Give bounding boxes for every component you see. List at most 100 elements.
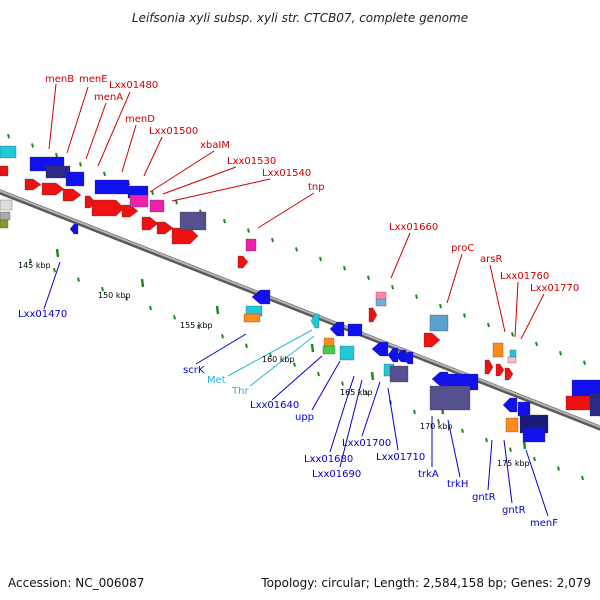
gene-label-lxx01530: Lxx01530	[227, 156, 276, 167]
scale-tick	[319, 256, 322, 262]
leader-line	[227, 329, 313, 377]
gene-block	[0, 145, 17, 159]
leader-line	[85, 102, 107, 160]
scale-tick	[463, 313, 466, 318]
gene-arrow-forward	[504, 367, 514, 381]
gene-block	[179, 211, 207, 231]
scale-label: 160 kbp	[262, 355, 295, 364]
leader-line	[339, 379, 363, 468]
scale-label: 175 kbp	[497, 459, 530, 468]
scale-tick	[79, 162, 82, 167]
scale-tick	[53, 267, 56, 273]
leader-line	[387, 387, 399, 451]
leader-line	[447, 419, 461, 478]
gene-block	[375, 291, 387, 301]
backbone-highlight	[0, 189, 600, 429]
gene-arrow-reverse	[329, 321, 345, 337]
leader-line	[311, 360, 341, 411]
leader-line	[525, 449, 549, 517]
scale-tick	[365, 390, 368, 396]
scale-label: 170 kbp	[420, 422, 453, 431]
genome-backbone	[0, 189, 600, 431]
gene-label-upp: upp	[295, 412, 314, 423]
scale-tick	[223, 218, 226, 224]
scale-tick	[271, 237, 274, 243]
gene-arrow-reverse	[69, 223, 79, 235]
gene-arrow-forward	[41, 182, 65, 196]
gene-block	[129, 194, 149, 208]
gene-block	[389, 365, 409, 383]
leader-line	[66, 86, 89, 154]
scale-tick	[391, 284, 394, 290]
gene-arrow-forward	[141, 216, 159, 231]
gene-block	[65, 171, 85, 187]
scale-tick	[533, 456, 536, 462]
gene-label-arsr: arsR	[480, 254, 502, 265]
scale-tick	[485, 437, 488, 443]
gene-label-proc: proC	[451, 243, 474, 254]
gene-block	[323, 337, 335, 347]
gene-label-trkh: trkH	[447, 479, 468, 490]
scale-tick	[149, 305, 152, 311]
leader-line	[121, 124, 137, 173]
scale-tick-major	[215, 305, 220, 315]
scale-tick-major	[55, 248, 60, 258]
gene-arrow-forward	[237, 255, 249, 269]
leader-line	[195, 333, 247, 365]
scale-tick	[173, 315, 176, 320]
gene-label-lxx01470: Lxx01470	[18, 309, 67, 320]
gene-block	[517, 401, 531, 417]
scale-tick	[509, 447, 512, 452]
scale-tick	[367, 275, 370, 280]
scale-tick	[221, 334, 224, 339]
scale-tick	[245, 343, 248, 348]
gene-label-gntr: gntR	[502, 505, 526, 516]
gene-label-lxx01660: Lxx01660	[389, 222, 438, 233]
leader-line	[503, 439, 513, 504]
gene-label-trka: trkA	[418, 469, 439, 480]
scale-label: 145 kbp	[18, 261, 51, 270]
scale-tick-major	[522, 440, 527, 450]
gene-label-gntr: gntR	[472, 492, 496, 503]
scale-tick	[247, 228, 250, 233]
accession-text: Accession: NC_006087	[8, 576, 144, 590]
leader-line	[489, 264, 506, 333]
scale-tick	[295, 247, 298, 252]
scale-tick	[461, 428, 464, 433]
gene-block	[505, 417, 519, 433]
scale-tick	[343, 266, 346, 271]
scale-label: 155 kbp	[180, 321, 213, 330]
scale-tick	[413, 409, 416, 415]
leader-line	[171, 178, 271, 202]
scale-tick	[581, 475, 584, 481]
leader-line	[390, 232, 411, 279]
leader-line	[162, 166, 237, 195]
gene-label-xbaim: xbaIM	[200, 140, 230, 151]
gene-block	[243, 313, 261, 323]
gene-label-lxx01500: Lxx01500	[149, 126, 198, 137]
scale-tick	[487, 322, 490, 328]
gene-label-lxx01770: Lxx01770	[530, 283, 579, 294]
gene-arrow-forward	[495, 363, 505, 377]
gene-arrow-reverse	[395, 349, 407, 363]
gene-label-tnp: tnp	[308, 182, 325, 193]
gene-arrow-forward	[171, 227, 199, 245]
leader-line	[257, 192, 315, 229]
leader-line	[520, 293, 545, 340]
leader-line	[43, 261, 61, 310]
gene-arrow-forward	[62, 188, 82, 202]
scale-tick	[439, 303, 442, 309]
gene-arrow-forward	[156, 221, 174, 235]
scale-tick	[293, 362, 296, 367]
gene-label-mend: menD	[125, 114, 155, 125]
gene-block	[375, 298, 387, 307]
gene-label-lxx01540: Lxx01540	[262, 168, 311, 179]
gene-block	[571, 379, 600, 397]
scale-tick	[103, 171, 106, 177]
scale-tick-major	[140, 278, 145, 288]
label-leaders	[43, 83, 549, 517]
gene-label-mena: menA	[94, 92, 123, 103]
gene-label-thr: Thr	[231, 386, 249, 397]
